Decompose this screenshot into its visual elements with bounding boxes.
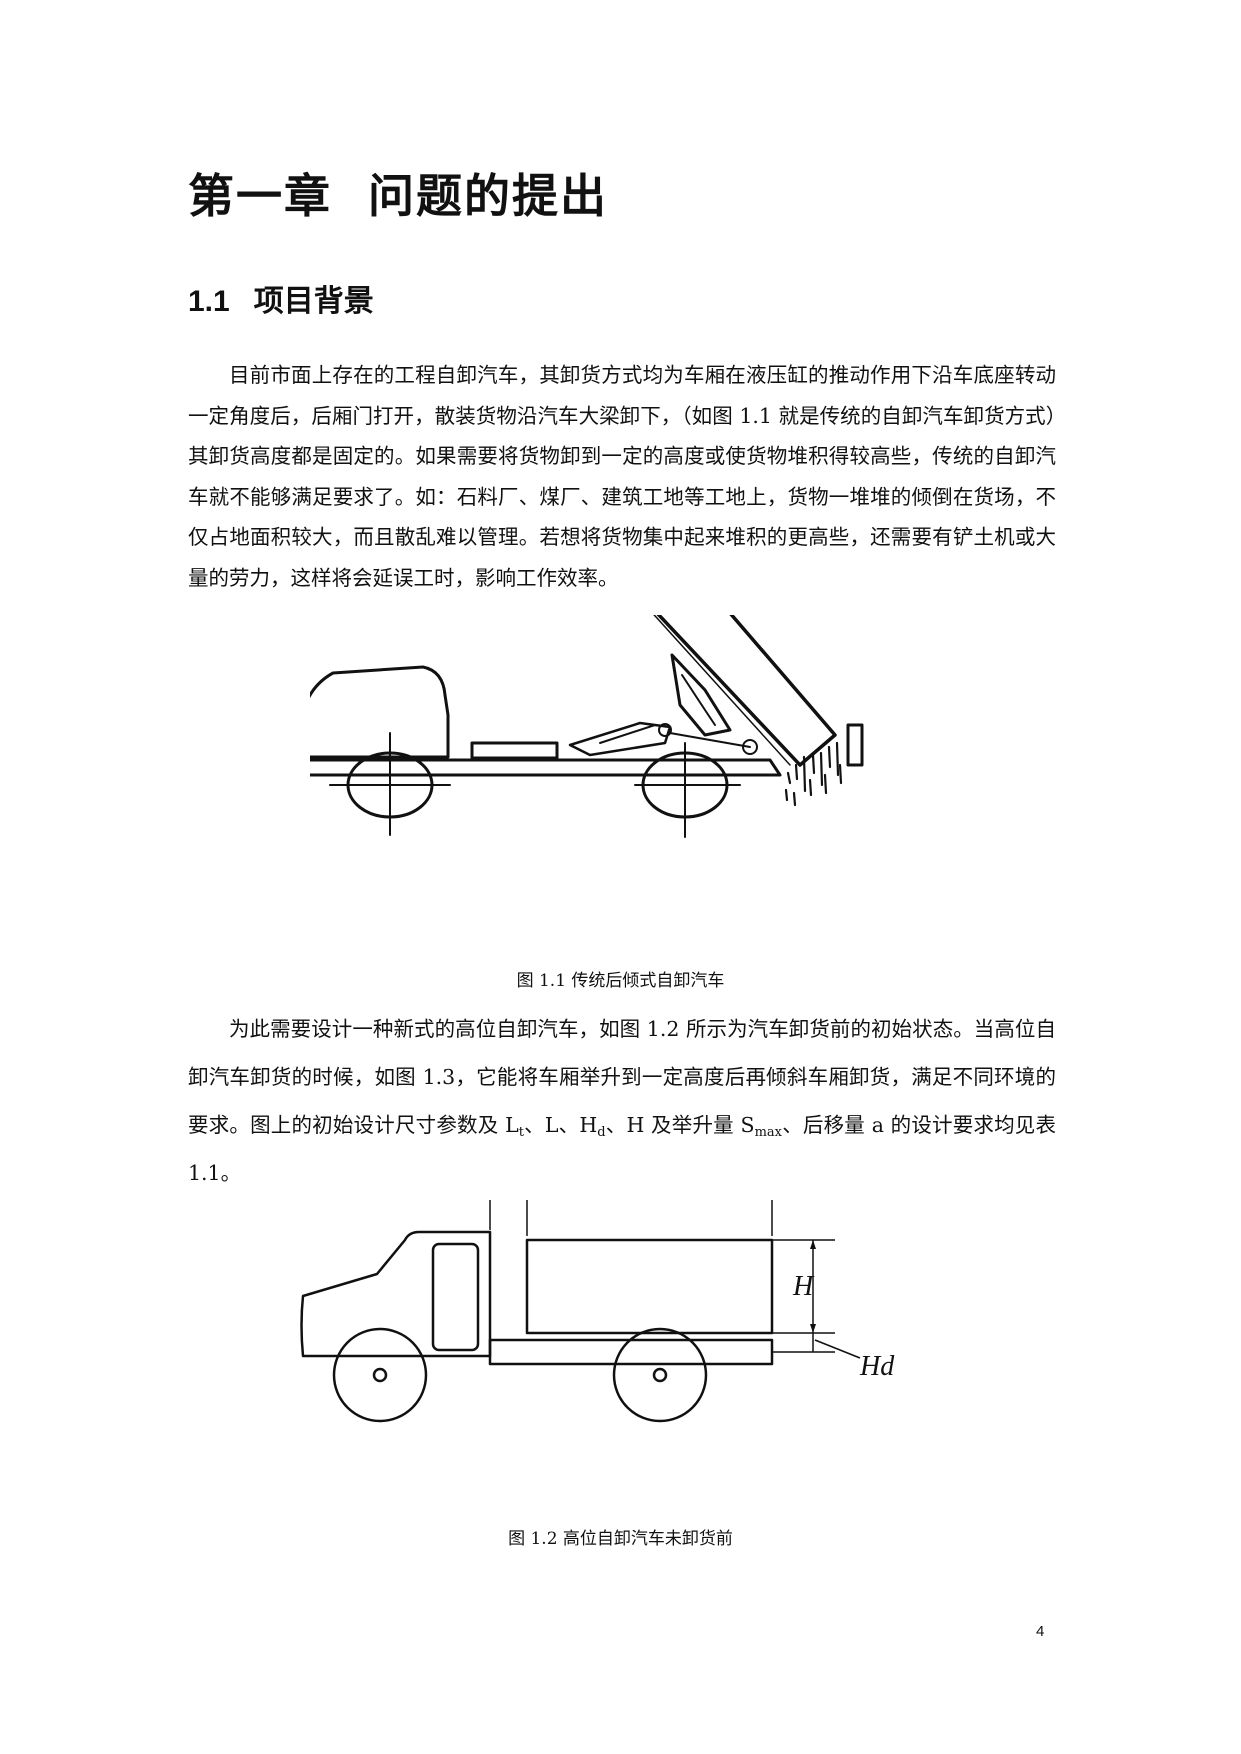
para2-text-2: 、L、H: [523, 1113, 598, 1137]
dimension-label-h: H: [792, 1271, 815, 1302]
para2-text-3: 、H 及举升量 S: [605, 1113, 755, 1137]
para2-text-1: 为此需要设计一种新式的高位自卸汽车，如图 1.2 所示为汽车卸货前的初始状态。当…: [188, 1017, 1056, 1137]
subscript-t: t: [518, 1125, 524, 1140]
subscript-d: d: [597, 1125, 606, 1140]
section-number: 1.1: [188, 285, 230, 318]
figure-1-1-caption: 图 1.1 传统后倾式自卸汽车: [516, 971, 725, 991]
figure-1-1-dump-truck-drawing: [310, 615, 864, 838]
design-paragraph: 为此需要设计一种新式的高位自卸汽车，如图 1.2 所示为汽车卸货前的初始状态。当…: [188, 1005, 1056, 1197]
page-number: 4: [1036, 1623, 1045, 1640]
section-heading: 1.1 项目背景: [188, 276, 374, 320]
dimension-label-hd: Hd: [859, 1351, 895, 1382]
background-paragraph: 目前市面上存在的工程自卸汽车，其卸货方式均为车厢在液压缸的推动作用下沿车底座转动…: [188, 363, 1056, 590]
figure-1-2-caption: 图 1.2 高位自卸汽车未卸货前: [508, 1529, 733, 1549]
subscript-max: max: [754, 1125, 783, 1140]
figure-1-2-high-dump-truck-drawing: Lt L H Hd: [300, 1200, 895, 1423]
chapter-title: 第一章 问题的提出: [188, 169, 609, 223]
para2-text-4: 、后移量 a 的设计要求均见表 1.1。: [188, 1113, 1056, 1185]
section-name: 项目背景: [253, 285, 374, 318]
